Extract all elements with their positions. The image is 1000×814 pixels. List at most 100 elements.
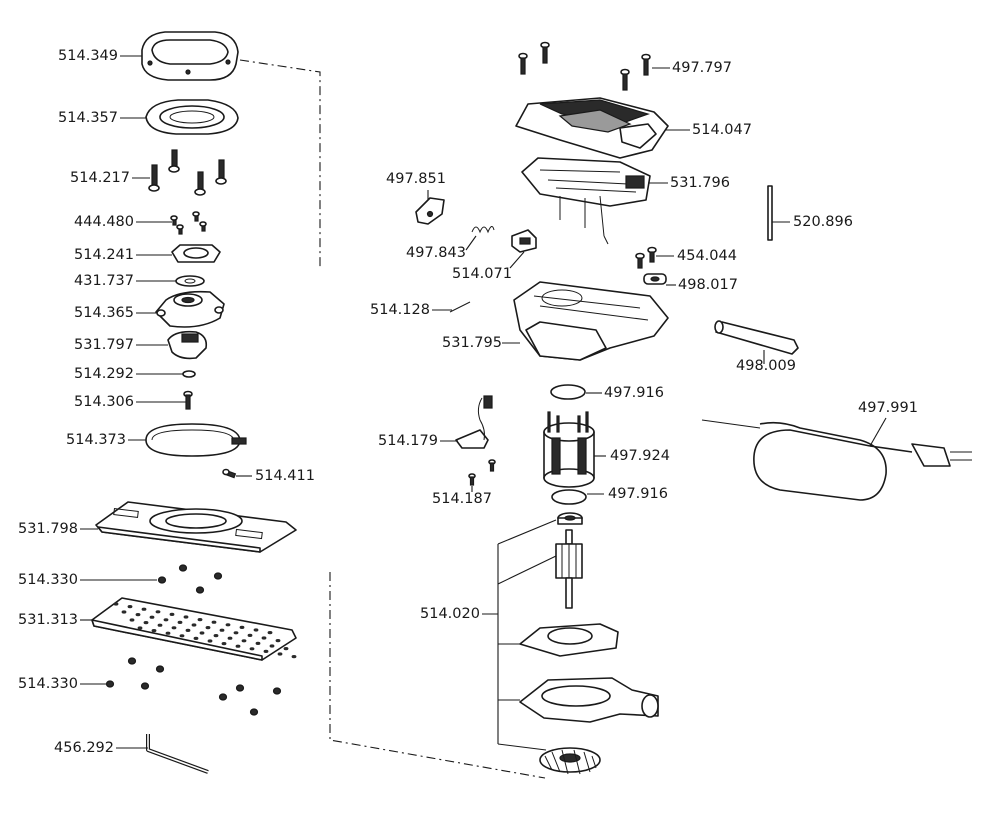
part-label-514411[interactable]: 514.411 [255,468,315,484]
part-514292-drawing [182,370,196,378]
pad-hole [269,644,275,648]
part-label-514365[interactable]: 514.365 [74,305,134,321]
part-497991-drawing [701,419,972,501]
part-label-497991[interactable]: 497.991 [858,400,918,416]
part-label-514047[interactable]: 514.047 [692,122,752,138]
part-label-514330-lower[interactable]: 514.330 [18,676,78,692]
part-label-497924[interactable]: 497.924 [610,448,670,464]
pad-hole [253,628,259,632]
part-label-498017[interactable]: 498.017 [678,277,738,293]
part-label-514357[interactable]: 514.357 [58,110,118,126]
part-497851-drawing [415,197,445,225]
part-label-498009[interactable]: 498.009 [736,358,796,374]
pad-hole [249,647,255,651]
pad-hole [137,626,143,630]
pad-hole [291,655,297,659]
part-531795-drawing [513,281,669,361]
part-label-531798[interactable]: 531.798 [18,521,78,537]
pad-hole [275,639,281,643]
pad-hole [199,631,205,635]
part-514128-drawing [449,301,471,313]
part-514411-drawing [222,468,237,479]
pad-hole [121,610,127,614]
part-497924-drawing [543,411,595,488]
pad-hole [241,639,247,643]
part-497916b-drawing [551,489,587,505]
part-label-531313[interactable]: 531.313 [18,612,78,628]
assembly-dashed-lines [239,59,546,779]
pad-hole [261,636,267,640]
part-label-514128[interactable]: 514.128 [370,302,430,318]
pad-hole [213,634,219,638]
part-label-514292[interactable]: 514.292 [74,366,134,382]
part-label-514217[interactable]: 514.217 [70,170,130,186]
pad-hole [151,629,157,633]
pad-hole [205,626,211,630]
pad-hole [127,605,133,609]
part-label-514187[interactable]: 514.187 [432,491,492,507]
part-531796-drawing [521,157,651,245]
part-label-497916-upper[interactable]: 497.916 [604,385,664,401]
part-497797-drawing [518,41,651,91]
pad-hole [267,631,273,635]
pad-hole [277,652,283,656]
part-label-514373[interactable]: 514.373 [66,432,126,448]
part-label-497843[interactable]: 497.843 [406,245,466,261]
part-514330a-drawing [157,564,223,594]
pad-hole [155,610,161,614]
part-label-454044[interactable]: 454.044 [677,248,737,264]
part-label-514020[interactable]: 514.020 [420,606,480,622]
part-497843-drawing [471,226,495,234]
part-531313-drawing [91,597,297,661]
part-514357-drawing [145,99,239,135]
pad-hole [235,644,241,648]
part-520896-drawing [767,185,773,241]
part-label-514071[interactable]: 514.071 [452,266,512,282]
part-label-514349[interactable]: 514.349 [58,48,118,64]
part-514365-drawing [155,290,225,328]
part-label-520896[interactable]: 520.896 [793,214,853,230]
part-444480-drawing [170,211,207,235]
part-label-497851[interactable]: 497.851 [386,171,446,187]
part-531797-drawing [167,330,208,360]
part-label-531795[interactable]: 531.795 [442,335,502,351]
pad-hole [157,623,163,627]
pad-hole [227,636,233,640]
part-497916a-drawing [550,384,586,400]
pad-hole [171,626,177,630]
pad-hole [141,607,147,611]
part-label-456292[interactable]: 456.292 [54,740,114,756]
part-514330b-drawing [105,657,282,716]
part-label-514241[interactable]: 514.241 [74,247,134,263]
part-label-431737[interactable]: 431.737 [74,273,134,289]
part-label-444480[interactable]: 444.480 [74,214,134,230]
pad-hole [211,620,217,624]
part-label-497916-lower[interactable]: 497.916 [608,486,668,502]
part-label-497797[interactable]: 497.797 [672,60,732,76]
pad-hole [163,618,169,622]
pad-hole [149,615,155,619]
pad-hole [179,634,185,638]
part-498017-drawing [643,273,667,285]
part-454044-drawing [635,246,657,269]
pad-hole [169,612,175,617]
part-514020-drawing [519,512,659,775]
part-label-531796[interactable]: 531.796 [670,175,730,191]
part-label-514330-upper[interactable]: 514.330 [18,572,78,588]
part-label-531797[interactable]: 531.797 [74,337,134,353]
part-514179-drawing [455,395,493,449]
part-label-514179[interactable]: 514.179 [378,433,438,449]
part-514241-drawing [171,244,221,263]
pad-hole [239,625,245,630]
leader-lines [80,55,887,751]
part-514217-drawing [148,149,227,196]
part-514306-drawing [183,390,193,410]
part-label-514306[interactable]: 514.306 [74,394,134,410]
pad-hole [255,641,261,646]
part-514373-drawing [145,423,247,457]
pad-hole [191,623,197,627]
part-498009-drawing [714,320,799,355]
pad-hole [221,642,227,646]
part-431737-drawing [175,275,205,287]
